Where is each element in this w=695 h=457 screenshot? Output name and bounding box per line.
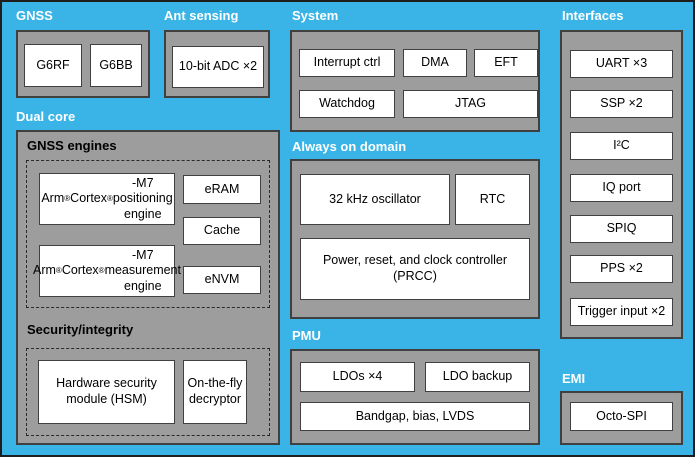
section-title-gnss: GNSS xyxy=(16,8,53,23)
block-spiq: SPIQ xyxy=(570,215,673,243)
block-pps: PPS ×2 xyxy=(570,255,673,283)
emi-panel: Octo-SPI xyxy=(560,391,683,445)
section-title-interfaces: Interfaces xyxy=(562,8,624,23)
section-title-pmu: PMU xyxy=(292,328,321,343)
block-eram: eRAM xyxy=(183,175,261,204)
block-cache: Cache xyxy=(183,217,261,245)
block-interrupt-ctrl: Interrupt ctrl xyxy=(299,49,395,77)
block-10bit-adc: 10-bit ADC ×2 xyxy=(172,46,264,88)
block-measurement-engine: Arm® Cortex®-M7 measurement engine xyxy=(33,245,181,297)
block-prcc: Power, reset, and clock controller (PRCC… xyxy=(300,238,530,300)
block-ssp: SSP ×2 xyxy=(570,90,673,118)
block-octo-spi: Octo-SPI xyxy=(570,402,673,431)
block-trigger-input: Trigger input ×2 xyxy=(570,298,673,326)
interfaces-panel: UART ×3 SSP ×2 I²C IQ port SPIQ PPS ×2 T… xyxy=(560,30,683,339)
block-otf-decryptor: On-the-fly decryptor xyxy=(183,360,247,424)
ant-sensing-panel: 10-bit ADC ×2 xyxy=(164,30,270,98)
always-on-panel: 32 kHz oscillator RTC Power, reset, and … xyxy=(290,159,540,319)
block-ldos: LDOs ×4 xyxy=(300,362,415,392)
block-bandgap-bias-lvds: Bandgap, bias, LVDS xyxy=(300,402,530,431)
block-32khz-oscillator: 32 kHz oscillator xyxy=(300,174,450,225)
system-panel: Interrupt ctrl DMA EFT Watchdog JTAG xyxy=(290,30,540,132)
block-eft: EFT xyxy=(474,49,538,77)
dual-core-panel: GNSS engines Arm® Cortex®-M7 positioning… xyxy=(16,130,280,445)
subsection-title-security: Security/integrity xyxy=(27,322,134,337)
block-uart: UART ×3 xyxy=(570,50,673,78)
section-title-system: System xyxy=(292,8,339,23)
block-positioning-engine: Arm® Cortex®-M7 positioning engine xyxy=(39,173,175,225)
section-title-ant-sensing: Ant sensing xyxy=(164,8,239,23)
block-g6rf: G6RF xyxy=(24,44,82,87)
block-watchdog: Watchdog xyxy=(299,90,395,118)
subsection-title-gnss-engines: GNSS engines xyxy=(27,138,117,153)
block-envm: eNVM xyxy=(183,266,261,294)
block-i2c: I²C xyxy=(570,132,673,160)
block-jtag: JTAG xyxy=(403,90,538,118)
gnss-panel: G6RF G6BB xyxy=(16,30,150,98)
block-g6bb: G6BB xyxy=(90,44,142,87)
section-title-always-on: Always on domain xyxy=(292,139,407,154)
block-rtc: RTC xyxy=(455,174,530,225)
security-group: Hardware security module (HSM) On-the-fl… xyxy=(26,348,270,436)
block-hsm: Hardware security module (HSM) xyxy=(38,360,175,424)
section-title-emi: EMI xyxy=(562,371,586,386)
block-iq-port: IQ port xyxy=(570,174,673,202)
pmu-panel: LDOs ×4 LDO backup Bandgap, bias, LVDS xyxy=(290,349,540,445)
block-dma: DMA xyxy=(403,49,467,77)
block-ldo-backup: LDO backup xyxy=(425,362,530,392)
gnss-engines-group: Arm® Cortex®-M7 positioning engine Arm® … xyxy=(26,160,270,308)
section-title-dual-core: Dual core xyxy=(16,109,76,124)
